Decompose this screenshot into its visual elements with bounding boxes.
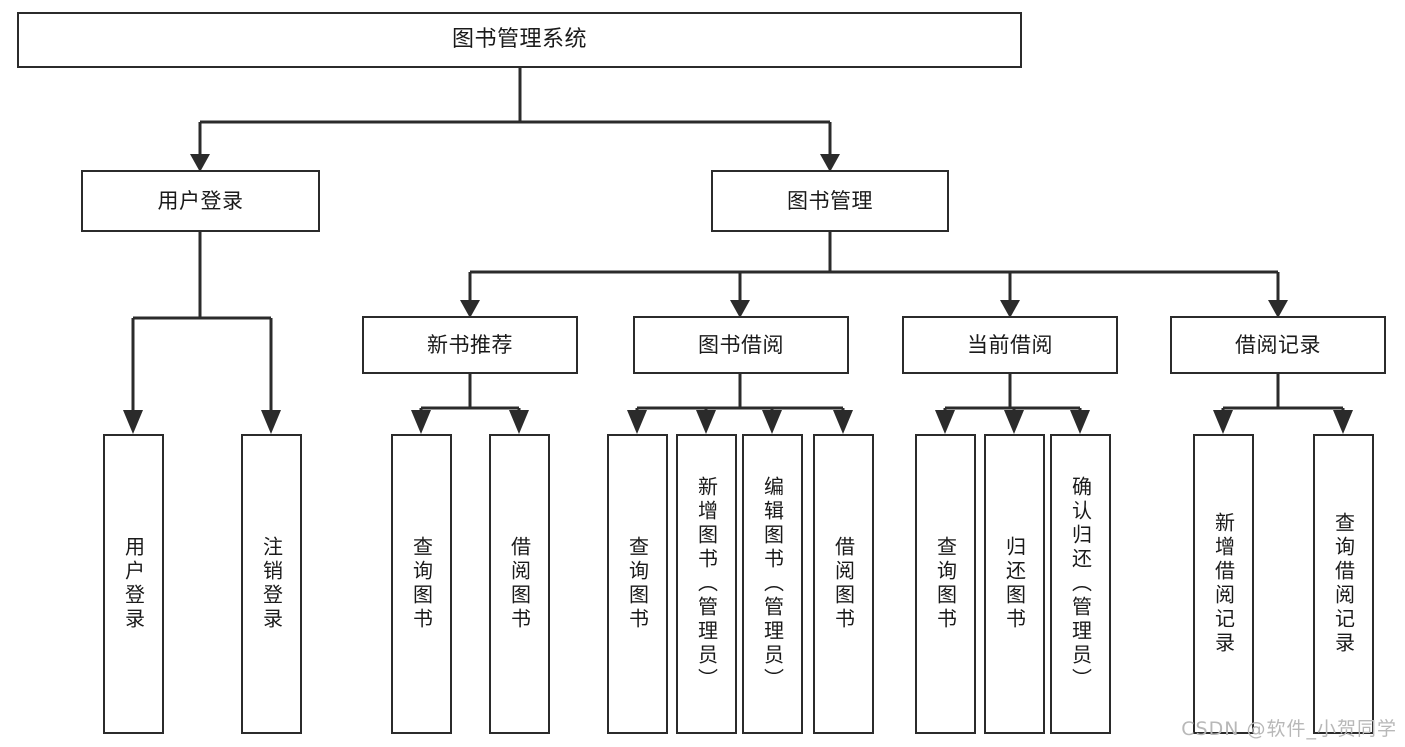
node-current-borrow[interactable]: 当前借阅 [902,316,1118,374]
node-leaf-add-record-label: 新增借阅记录 [1211,512,1236,656]
node-leaf-edit-book-label: 编辑图书（管理员） [760,476,785,692]
node-leaf-user-logout[interactable]: 注销登录 [241,434,302,734]
node-leaf-query-book-1-label: 查询图书 [409,536,434,632]
node-root-system[interactable]: 图书管理系统 [17,12,1022,68]
node-leaf-query-book-2[interactable]: 查询图书 [607,434,668,734]
node-leaf-edit-book[interactable]: 编辑图书（管理员） [742,434,803,734]
node-leaf-user-login[interactable]: 用户登录 [103,434,164,734]
watermark-text: CSDN @软件_小贺同学 [1181,718,1397,740]
node-user-login[interactable]: 用户登录 [81,170,320,232]
node-new-book-recommend[interactable]: 新书推荐 [362,316,578,374]
node-leaf-add-book[interactable]: 新增图书（管理员） [676,434,737,734]
node-borrow-record[interactable]: 借阅记录 [1170,316,1386,374]
node-leaf-confirm-return-label: 确认归还（管理员） [1068,476,1093,692]
node-leaf-return-book[interactable]: 归还图书 [984,434,1045,734]
node-leaf-query-record[interactable]: 查询借阅记录 [1313,434,1374,734]
node-new-book-recommend-label: 新书推荐 [427,332,513,357]
node-leaf-borrow-book-2[interactable]: 借阅图书 [813,434,874,734]
node-borrow-record-label: 借阅记录 [1235,332,1321,357]
node-leaf-user-login-label: 用户登录 [121,536,146,632]
node-leaf-borrow-book-1[interactable]: 借阅图书 [489,434,550,734]
node-current-borrow-label: 当前借阅 [967,332,1053,357]
node-leaf-query-book-2-label: 查询图书 [625,536,650,632]
node-leaf-query-book-1[interactable]: 查询图书 [391,434,452,734]
node-leaf-query-record-label: 查询借阅记录 [1331,512,1356,656]
node-leaf-borrow-book-2-label: 借阅图书 [831,536,856,632]
node-leaf-user-logout-label: 注销登录 [259,536,284,632]
node-leaf-query-book-3-label: 查询图书 [933,536,958,632]
node-user-login-label: 用户登录 [157,188,244,213]
node-leaf-borrow-book-1-label: 借阅图书 [507,536,532,632]
node-leaf-query-book-3[interactable]: 查询图书 [915,434,976,734]
node-book-management-label: 图书管理 [787,188,873,213]
node-leaf-add-record[interactable]: 新增借阅记录 [1193,434,1254,734]
node-leaf-confirm-return[interactable]: 确认归还（管理员） [1050,434,1111,734]
node-book-borrow-label: 图书借阅 [698,332,784,357]
node-book-borrow[interactable]: 图书借阅 [633,316,849,374]
node-leaf-return-book-label: 归还图书 [1002,536,1027,632]
node-root-system-label: 图书管理系统 [451,26,587,52]
node-leaf-add-book-label: 新增图书（管理员） [694,476,719,692]
node-book-management[interactable]: 图书管理 [711,170,949,232]
